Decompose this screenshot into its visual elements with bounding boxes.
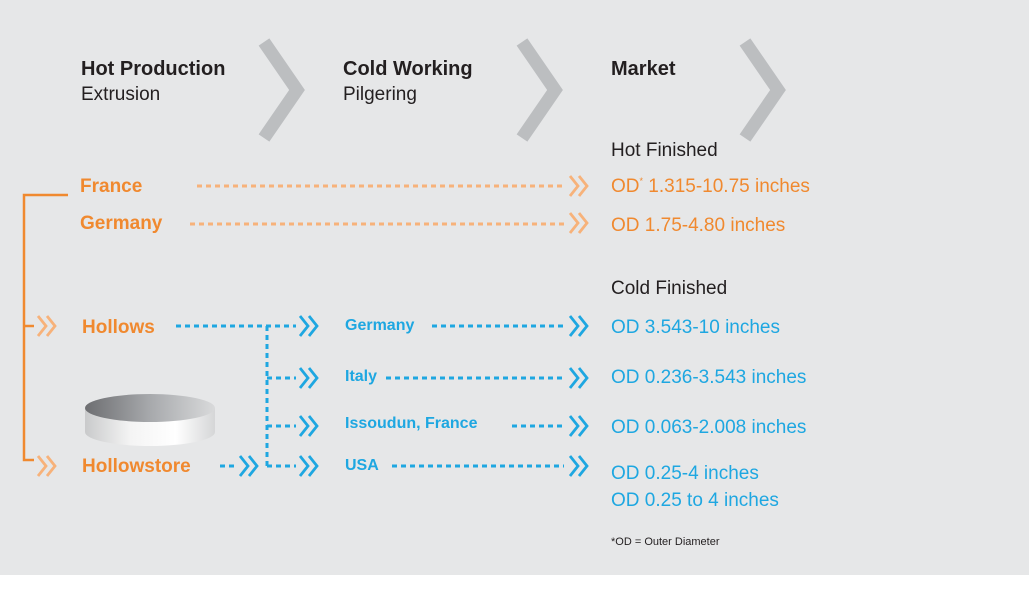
double-chevron-icon (568, 455, 589, 477)
source-bracket (22, 193, 68, 462)
stage-chevron-icon (516, 38, 563, 142)
stage-title-market: Market (611, 58, 676, 80)
od-issoudun: OD 0.063-2.008 inches (611, 417, 807, 438)
double-chevron-icon (36, 315, 57, 337)
double-chevron-icon (298, 455, 319, 477)
source-france: France (80, 176, 143, 197)
double-chevron-icon (298, 367, 319, 389)
double-chevron-icon (568, 415, 589, 437)
stage-subtitle-cold: Pilgering (343, 84, 417, 105)
double-chevron-icon (298, 415, 319, 437)
mill-usa: USA (345, 457, 379, 474)
double-chevron-icon (36, 455, 57, 477)
double-chevron-icon (568, 367, 589, 389)
footnote: *OD = Outer Diameter (611, 536, 720, 548)
source-hollows: Hollows (82, 317, 155, 338)
stage-chevron-icon (739, 38, 786, 142)
stage-title-cold: Cold Working (343, 58, 473, 80)
od-germany: OD 1.75-4.80 inches (611, 215, 786, 236)
od-france: OD* 1.315-10.75 inches (611, 176, 810, 197)
double-chevron-icon (238, 455, 259, 477)
hollowstore-disc-icon (85, 394, 215, 446)
hot-finished-heading: Hot Finished (611, 140, 718, 161)
od-prefix: OD (611, 176, 640, 197)
double-chevron-icon (568, 315, 589, 337)
stage-subtitle-hot: Extrusion (81, 84, 161, 105)
double-chevron-icon (568, 175, 589, 197)
stage-chevron-icon (258, 38, 305, 142)
source-germany: Germany (80, 213, 163, 234)
od-usa: OD 0.25-4 inches (611, 463, 759, 484)
od-germany-cold: OD 3.543-10 inches (611, 317, 780, 338)
diagram-background (0, 0, 1029, 575)
source-hollowstore: Hollowstore (82, 456, 191, 477)
cold-finished-heading: Cold Finished (611, 278, 728, 299)
stage-title-hot: Hot Production (81, 58, 226, 80)
od-usa-alt: OD 0.25 to 4 inches (611, 490, 779, 511)
od-value: 1.315-10.75 inches (643, 176, 810, 197)
double-chevron-icon (298, 315, 319, 337)
mill-issoudun: Issoudun, France (345, 415, 478, 432)
mill-italy: Italy (345, 368, 378, 385)
od-italy: OD 0.236-3.543 inches (611, 367, 807, 388)
double-chevron-icon (568, 212, 589, 234)
footnote-mark: * (639, 176, 644, 186)
mill-germany: Germany (345, 317, 415, 334)
